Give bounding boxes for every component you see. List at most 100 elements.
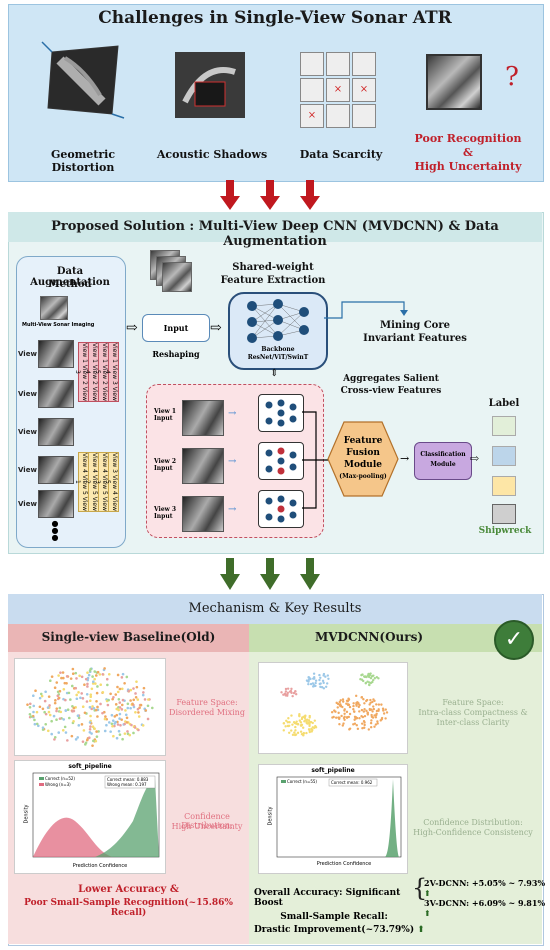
scatter-point (130, 723, 133, 727)
scatter-point (110, 722, 114, 726)
scatter-point (352, 707, 355, 711)
scatter-point (81, 697, 85, 700)
scatter-point (75, 693, 78, 697)
branch-network (258, 442, 304, 480)
branch-network (258, 490, 304, 528)
checkmark-icon: ✓ (494, 620, 534, 660)
combo: View 3 View 4 View 5 (104, 452, 119, 512)
scatter-point (115, 713, 119, 717)
input-line2: Input (154, 415, 173, 422)
scatter-point (375, 703, 378, 706)
scatter-point (348, 728, 351, 731)
scatter-point (312, 726, 316, 730)
view-label: View 3 (18, 428, 45, 436)
scatter-point (129, 706, 132, 710)
scatter-point (376, 720, 379, 723)
scatter-point (88, 730, 92, 734)
scatter-point (294, 722, 298, 725)
scatter-point (91, 744, 94, 747)
scatter-point (360, 715, 363, 718)
scatter-point (286, 687, 290, 690)
scatter-point (76, 736, 80, 739)
scatter-point (126, 706, 130, 710)
scatter-point (298, 712, 301, 716)
scatter-point (58, 717, 62, 720)
scatter-point (77, 724, 81, 727)
missing-cell-x: × (352, 78, 376, 102)
scatter-point (346, 703, 350, 707)
view-label: View 1 (18, 350, 45, 358)
scatter-point (335, 701, 338, 705)
branch-network (258, 394, 304, 432)
scatter-point (63, 725, 67, 729)
baseline-conf-label-1: Confidence Distribution: (181, 812, 233, 830)
scatter-point (117, 698, 121, 701)
scatter-point (71, 672, 75, 676)
scatter-point (107, 672, 111, 676)
scatter-point (382, 712, 386, 715)
scatter-point (105, 723, 108, 727)
scatter-point (50, 732, 53, 736)
arrow-right-icon: → (228, 504, 237, 515)
data-scarcity-label: Data Scarcity (299, 148, 383, 161)
scatter-point (95, 699, 98, 703)
scatter-point (120, 708, 124, 711)
scatter-point (115, 707, 119, 711)
scatter-point (307, 728, 311, 731)
input-thumb (182, 496, 224, 532)
grid-cell (300, 52, 324, 76)
scatter-point (98, 673, 102, 676)
ours-density-chart: soft_pipeline Correct (n=55) Correct mea… (258, 764, 408, 874)
scatter-point (56, 694, 60, 698)
scatter-point (295, 720, 298, 723)
scatter-point (84, 677, 88, 681)
scatter-point (307, 676, 310, 679)
scatter-point (75, 677, 78, 680)
scatter-point (294, 725, 297, 729)
scatter-point (41, 707, 45, 711)
scatter-point (314, 726, 318, 729)
scatter-point (96, 670, 100, 674)
scatter-point (134, 710, 137, 714)
scatter-point (150, 706, 154, 710)
scatter-point (53, 701, 57, 705)
scatter-point (103, 729, 107, 733)
scatter-point (308, 722, 311, 726)
scatter-point (79, 696, 82, 700)
scatter-point (305, 721, 308, 724)
solution-header (8, 212, 542, 242)
mean-correct: Correct mean: 0.962 (331, 780, 373, 785)
scatter-point (83, 711, 87, 715)
scatter-point (63, 681, 67, 685)
feature-fusion-module: Feature Fusion Module (Max-pooling) (326, 420, 400, 498)
scatter-point (82, 729, 86, 732)
view-label: View 2 (18, 390, 45, 398)
scatter-point (118, 717, 121, 720)
scatter-point (362, 719, 366, 723)
scatter-point (101, 672, 105, 676)
scatter-point (363, 723, 366, 727)
scatter-point (61, 729, 65, 732)
scatter-point (147, 698, 150, 701)
scatter-point (287, 724, 290, 728)
scatter-point (33, 718, 36, 722)
scatter-point (116, 673, 120, 677)
scatter-point (353, 710, 356, 713)
x-axis-label: Prediction Confidence (72, 863, 128, 869)
baseline-title: Single-view Baseline(Old) (41, 630, 216, 644)
shipwreck-label: Shipwreck (478, 526, 532, 536)
scatter-point (298, 719, 301, 722)
scatter-point (372, 705, 375, 708)
scatter-point (66, 708, 70, 712)
scatter-point (109, 730, 112, 733)
scatter-point (117, 708, 120, 712)
arrow-right-icon: ⇨ (126, 320, 138, 336)
scatter-point (298, 714, 301, 718)
scatter-point (58, 689, 62, 693)
scatter-point (53, 738, 56, 741)
aug-title-2: Method (48, 279, 92, 290)
scatter-point (32, 704, 36, 708)
scatter-point (123, 732, 127, 735)
baseline-result-1: Lower Accuracy & (78, 884, 179, 895)
scatter-point (113, 715, 117, 718)
